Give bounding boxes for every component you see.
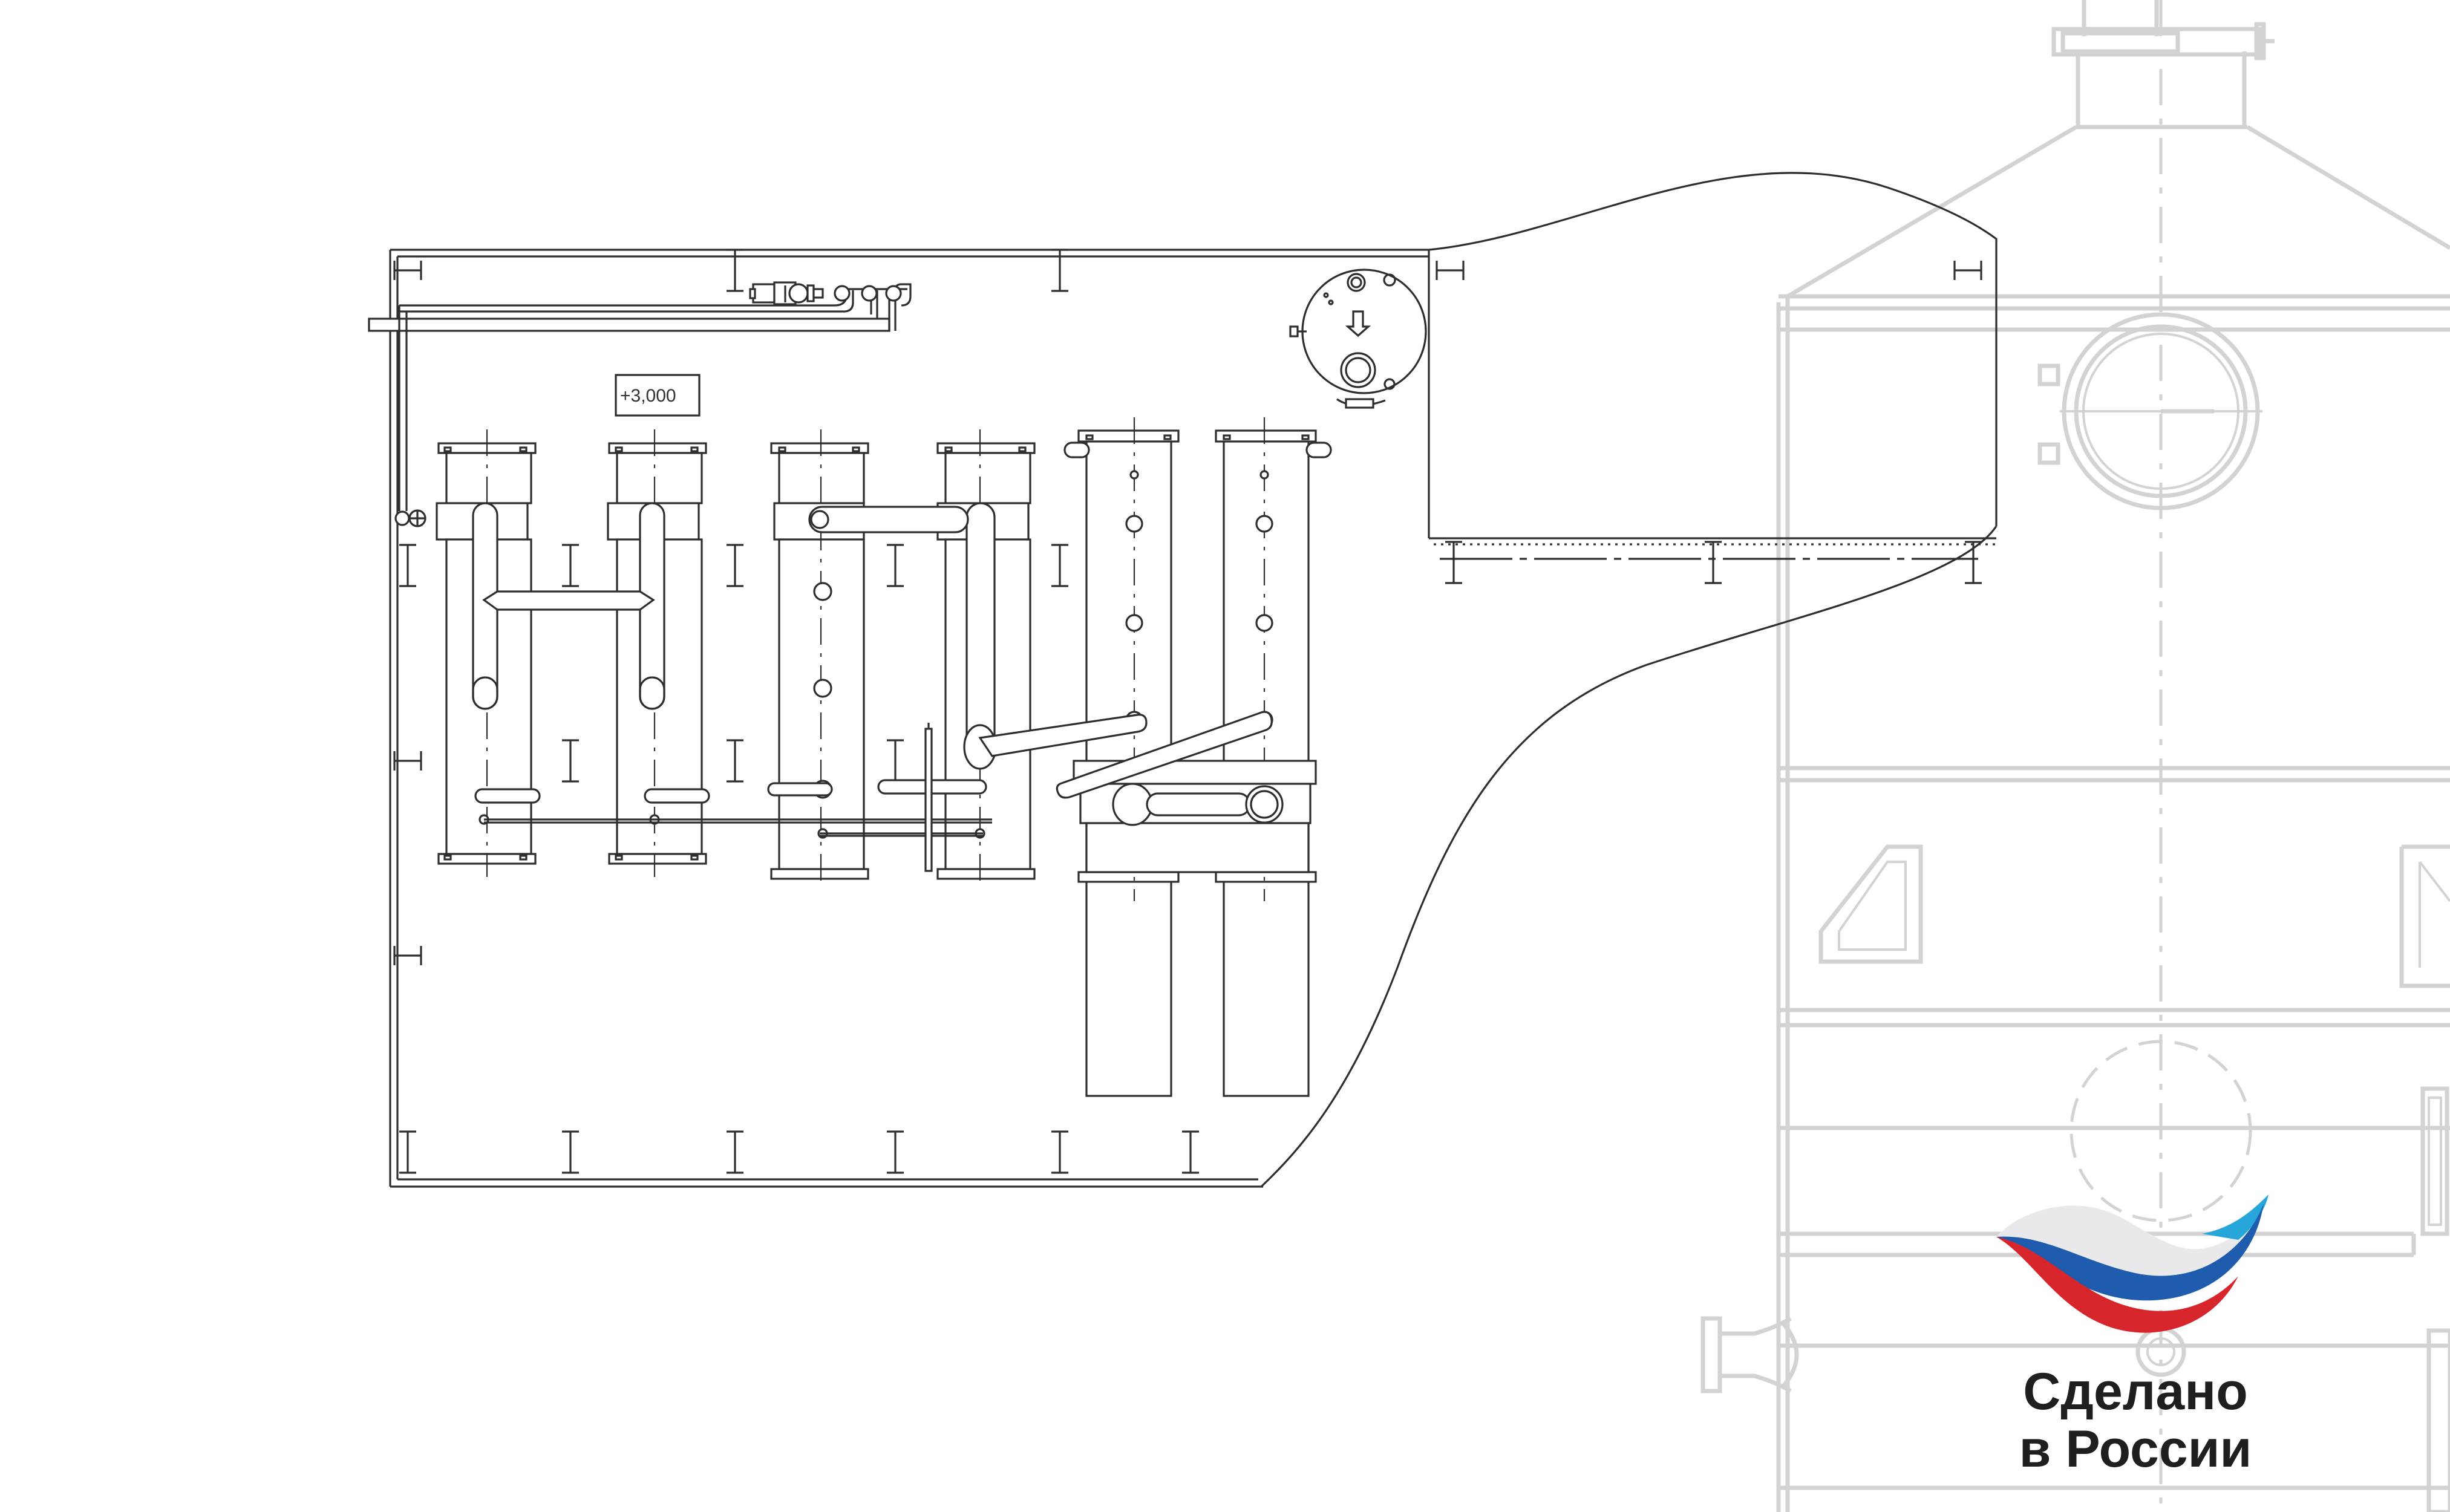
support-beam xyxy=(1953,259,1982,281)
top-pipe-run xyxy=(368,281,912,527)
support-beam xyxy=(561,739,580,783)
column-6 xyxy=(1215,417,1332,1097)
support-beam xyxy=(398,1130,417,1174)
logo-wave-white xyxy=(1996,1198,2264,1283)
logo-wave-cyan xyxy=(2202,1194,2269,1240)
column-group xyxy=(436,417,1332,1097)
support-beam xyxy=(886,739,905,783)
column-3 xyxy=(767,429,869,889)
support-beam xyxy=(1050,1130,1070,1174)
support-beam xyxy=(1436,259,1465,281)
support-beam xyxy=(1050,544,1070,587)
support-beam xyxy=(398,544,417,587)
support-beam xyxy=(1444,541,1463,584)
support-beam xyxy=(725,544,745,587)
support-beam xyxy=(1964,541,1983,584)
logo-wave-red xyxy=(1996,1237,2238,1333)
made-in-russia-logo: Сделано в России xyxy=(1996,1194,2269,1478)
support-beam xyxy=(725,1130,745,1174)
elevation-marker: +3,000 xyxy=(615,374,701,417)
support-beam xyxy=(561,1130,580,1174)
support-beam xyxy=(1181,1130,1200,1174)
elevation-label: +3,000 xyxy=(620,386,676,406)
logo-wave-blue xyxy=(1996,1204,2264,1301)
logo-text-line2: в России xyxy=(2019,1420,2252,1478)
logo-text-line1: Сделано xyxy=(2023,1363,2247,1421)
support-beam xyxy=(725,739,745,783)
platform-outline xyxy=(389,172,1998,1188)
support-beam xyxy=(886,1130,905,1174)
round-tank xyxy=(1289,269,1427,409)
column-4 xyxy=(877,429,1036,889)
column-1 xyxy=(436,429,541,877)
support-beam xyxy=(1704,541,1723,584)
support-beam xyxy=(886,544,905,587)
column-2 xyxy=(607,429,710,877)
support-beam xyxy=(561,544,580,587)
background-vessel-drawing xyxy=(1700,0,2450,1512)
